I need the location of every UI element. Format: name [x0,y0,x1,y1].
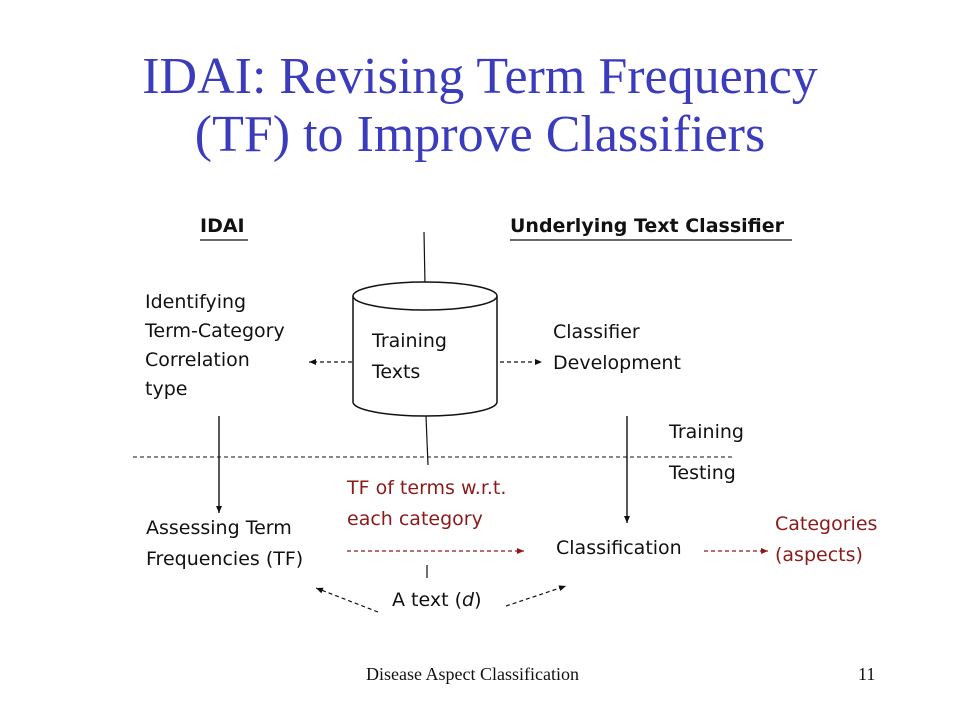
tf-of-terms-label: TF of terms w.r.t. each category [347,474,506,534]
footer-title: Disease Aspect Classification [366,664,579,684]
categories-line-1: Categories [775,513,878,535]
training-texts-line-2: Texts [372,361,421,383]
slide-title: IDAI: Revising Term Frequency (TF) to Im… [40,48,920,164]
tf-line-2: each category [347,508,483,530]
title-line-2: (TF) to Improve Classifiers [194,106,766,163]
a-text-prefix: A text ( [392,589,462,611]
page-number: 11 [858,664,876,684]
identifying-line-3: Correlation [145,349,250,371]
assessing-line-1: Assessing Term [146,517,292,539]
training-texts-label: Training Texts [372,327,447,387]
assessing-tf-label: Assessing Term Frequencies (TF) [146,514,303,574]
a-text-variable: d [462,589,475,611]
identifying-block: Identifying Term-Category Correlation ty… [145,288,285,404]
center-divider-top [423,231,426,286]
identifying-line-1: Identifying [145,291,247,313]
header-underlying-classifier: Underlying Text Classifier [510,215,784,237]
testing-label: Testing [669,462,736,484]
classification-label: Classification [556,537,682,559]
tf-line-1: TF of terms w.r.t. [347,477,507,499]
header-idai: IDAI [200,215,245,237]
classifier-dev-line-1: Classifier [553,321,640,343]
classifier-dev-line-2: Development [553,352,681,374]
center-divider-bottom [425,415,429,466]
classifier-development-label: Classifier Development [553,318,681,378]
database-cylinder-icon [352,281,498,417]
identifying-line-2: Term-Category [145,320,285,342]
title-line-1: IDAI: Revising Term Frequency [142,48,818,105]
training-texts-line-1: Training [372,330,447,352]
identifying-line-4: type [145,378,188,400]
a-text-label: A text (d) [392,586,481,615]
a-text-suffix: ) [474,589,482,611]
categories-label: Categories (aspects) [775,510,877,570]
assessing-line-2: Frequencies (TF) [146,548,304,570]
arrow-text-to-classification [505,585,567,607]
categories-line-2: (aspects) [775,544,863,566]
arrow-text-to-assessing [315,587,379,613]
training-label: Training [669,421,744,443]
